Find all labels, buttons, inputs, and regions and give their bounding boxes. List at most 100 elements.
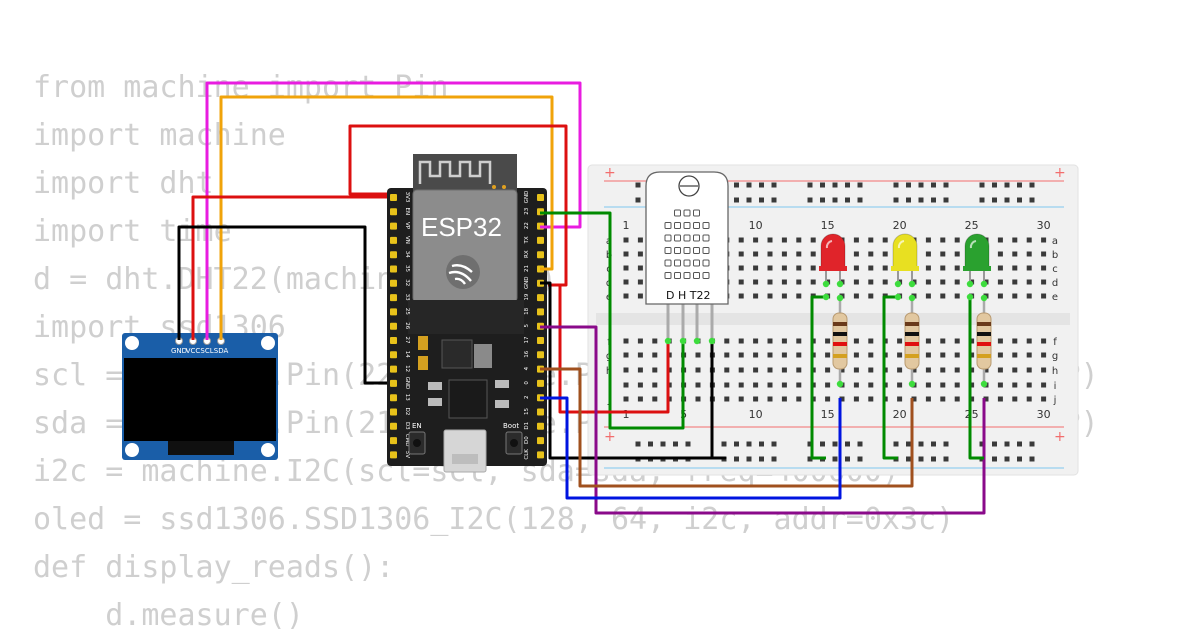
breadboard-hole [637,396,643,402]
esp32-pin-label: CLK [524,449,530,460]
esp32-pin-label: VP [404,222,410,230]
rail-hole [979,182,985,188]
breadboard-hole [954,237,960,243]
breadboard-hole [623,367,629,373]
breadboard-hole [767,367,773,373]
breadboard-hole [868,279,874,285]
esp32-pin-pad [390,422,397,430]
breadboard-hole [954,352,960,358]
rail-hole [746,456,752,462]
esp32-pin-label: 3V3 [404,192,410,203]
esp32-pin-pad [390,451,397,459]
breadboard-hole [1041,352,1047,358]
rail-hole [857,182,863,188]
esp32-pin-label: D2 [404,408,410,416]
esp32-pin-label: TX [524,236,530,244]
breadboard-hole [882,237,888,243]
wire-led-yellow [540,367,914,488]
breadboard-hole [637,367,643,373]
breadboard-hole [1012,382,1018,388]
row-letter: j [1053,395,1057,406]
breadboard-hole [810,237,816,243]
rail-hole [635,197,641,203]
breadboard-hole [753,237,759,243]
dht22-vent [674,222,681,229]
contact-dot [693,337,701,345]
rail-hole [832,182,838,188]
dht22-vent [674,209,681,217]
esp32-pin-pad [390,294,397,302]
breadboard-hole [1012,265,1018,271]
rail-hole [759,197,764,203]
contact-dot [908,380,916,388]
rail-hole [931,456,936,462]
esp32-pin-label: D0 [524,436,530,444]
breadboard-hole [767,293,773,299]
rail-hole [807,197,813,203]
breadboard-hole [724,396,730,402]
breadboard-hole [738,279,744,285]
rail-hole [857,456,863,462]
row-letter: g [1052,351,1058,362]
breadboard-hole [724,338,730,344]
breadboard-hole [853,293,859,299]
esp32-pin-label: 32 [404,279,410,286]
breadboard-hole [925,293,931,299]
breadboard-hole [767,279,773,285]
esp32-pin-pad [537,437,544,445]
esp32-pin-label: 25 [404,308,410,315]
breadboard-hole [868,338,874,344]
dht22-vent [702,272,710,279]
rail-hole [1004,182,1010,188]
breadboard-hole [954,382,960,388]
breadboard-hole [925,237,931,243]
rail-plus-label: + [604,429,616,445]
breadboard-hole [781,251,787,257]
esp32-pin-label: 5V [404,451,410,458]
breadboard-hole [853,237,859,243]
breadboard-hole [724,367,730,373]
breadboard-hole [753,293,759,299]
dht22-vent-grid [664,209,710,279]
oled-pin-label: SDA [214,347,229,355]
breadboard-hole [940,293,946,299]
breadboard-hole [1026,352,1032,358]
dht22-vent [683,247,691,254]
breadboard-hole [853,352,859,358]
esp32-pin-pad [390,236,397,244]
breadboard-hole [738,382,744,388]
esp32-pin-pad [390,308,397,316]
esp32-pin-pad [537,422,544,430]
esp32-pin-pad [390,365,397,373]
breadboard-hole [940,367,946,373]
rail-hole [845,456,850,462]
breadboard-hole [1026,338,1032,344]
breadboard-hole [997,396,1003,402]
breadboard-hole [925,265,931,271]
esp32-pin-pad [537,308,544,316]
rail-plus-label: + [1054,165,1066,181]
contact-dot [836,280,844,288]
esp32-pin-label: 27 [404,337,410,344]
dht22-vent [693,222,700,229]
rail-hole [820,197,825,203]
breadboard-hole [1041,237,1047,243]
breadboard-hole [882,279,888,285]
breadboard-hole [882,265,888,271]
dht22-vent [683,259,691,267]
breadboard-hole [1012,367,1018,373]
esp32-pin-label: GND [524,191,530,204]
breadboard-hole [1041,251,1047,257]
breadboard-hole [954,265,960,271]
breadboard-hole [897,396,903,402]
column-number: 15 [821,408,835,421]
breadboard-hole [637,352,643,358]
breadboard-hole [997,367,1003,373]
led-group [819,233,991,284]
breadboard-hole [925,367,931,373]
esp32-pin-label: 4 [524,366,530,370]
breadboard-hole [897,382,903,388]
breadboard-hole [940,382,946,388]
contact-dot [822,293,830,301]
